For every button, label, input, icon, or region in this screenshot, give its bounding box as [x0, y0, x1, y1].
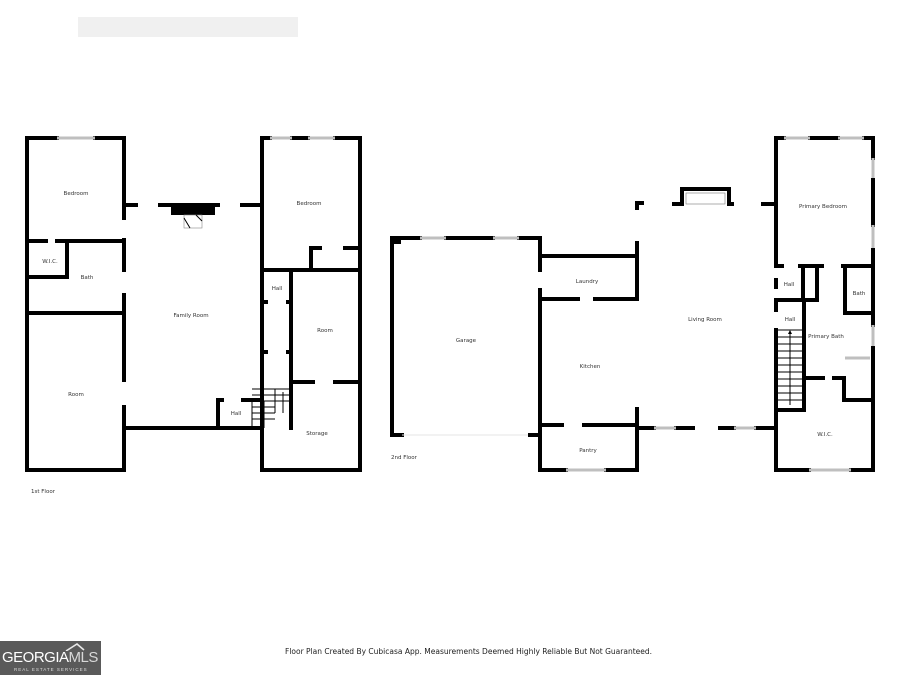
- room-label-bedroom: Bedroom: [297, 201, 322, 207]
- floor-label-2nd: 2nd Floor: [391, 455, 418, 461]
- disclaimer-note: Floor Plan Created By Cubicasa App. Meas…: [285, 647, 653, 656]
- logo-primary-text: GEORGIA: [2, 649, 69, 666]
- room-label-living-room: Living Room: [688, 317, 722, 323]
- room-label-pantry: Pantry: [579, 448, 597, 454]
- logo-tagline: REAL ESTATE SERVICES: [14, 667, 88, 672]
- room-label-primary-bedroom: Primary Bedroom: [799, 204, 847, 210]
- floor-label-1st: 1st Floor: [31, 489, 56, 495]
- roof-icon: [65, 643, 85, 651]
- second-floor-plan: [390, 136, 875, 472]
- room-label-storage: Storage: [306, 431, 328, 437]
- georgia-mls-logo: GEORGIAMLS REAL ESTATE SERVICES: [0, 641, 101, 675]
- room-label-hall: Hall: [785, 317, 796, 323]
- room-label-hall: Hall: [231, 411, 242, 417]
- room-label-laundry: Laundry: [576, 279, 599, 285]
- room-label-room: Room: [317, 328, 333, 334]
- first-floor-plan: [25, 136, 362, 472]
- faint-watermark-header: [78, 17, 298, 37]
- room-label-primary-bath: Primary Bath: [808, 334, 844, 340]
- logo-secondary-text: MLS: [68, 649, 99, 666]
- room-label-bath: Bath: [853, 291, 866, 297]
- room-label-hall: Hall: [784, 282, 795, 288]
- room-label-garage: Garage: [456, 338, 477, 344]
- room-label-w-i-c: W.I.C.: [42, 259, 58, 265]
- room-label-bedroom: Bedroom: [64, 191, 89, 197]
- room-label-family-room: Family Room: [173, 313, 208, 319]
- logo-wordmark: GEORGIAMLS: [2, 649, 98, 666]
- room-label-room: Room: [68, 392, 84, 398]
- room-label-kitchen: Kitchen: [580, 364, 601, 370]
- room-label-w-i-c: W.I.C.: [817, 432, 833, 438]
- room-label-bath: Bath: [81, 275, 94, 281]
- room-label-hall: Hall: [272, 286, 283, 292]
